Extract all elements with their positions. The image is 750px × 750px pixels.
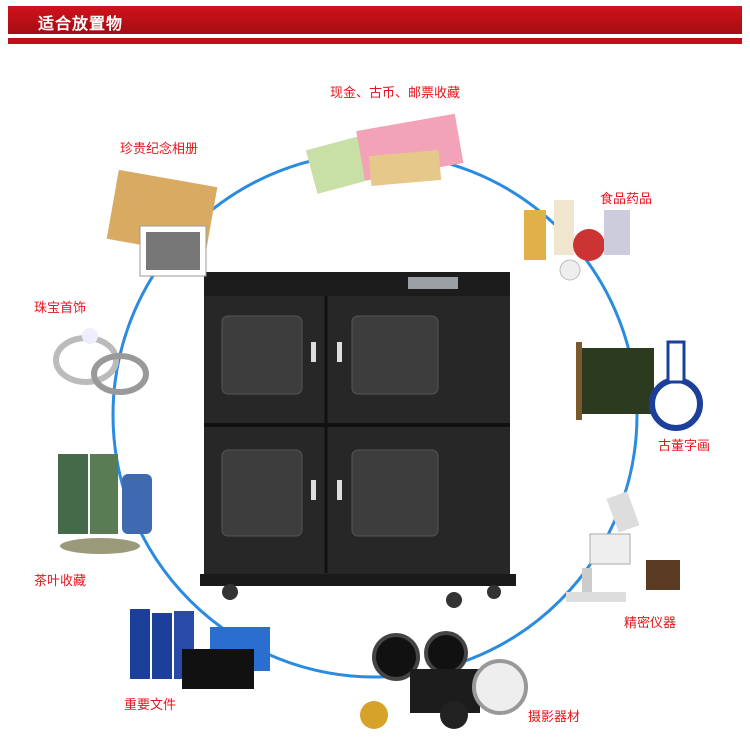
tea-label: 茶叶收藏 bbox=[34, 574, 87, 589]
food-label: 食品药品 bbox=[600, 192, 653, 207]
header-divider bbox=[8, 38, 742, 44]
album-label: 珍贵纪念相册 bbox=[120, 142, 199, 157]
rings-image bbox=[53, 328, 149, 395]
header-title: 适合放置物 bbox=[38, 14, 124, 33]
jewelry-label: 珠宝首饰 bbox=[34, 301, 87, 316]
documents-label: 重要文件 bbox=[124, 698, 177, 713]
instrument-label: 精密仪器 bbox=[624, 616, 677, 631]
folders-image bbox=[130, 609, 270, 689]
microscope-image bbox=[566, 491, 680, 602]
camera-label: 摄影器材 bbox=[528, 710, 581, 725]
header-banner: 适合放置物 bbox=[8, 6, 742, 34]
antique-label: 古董字画 bbox=[658, 439, 711, 454]
banknotes-image bbox=[305, 113, 464, 194]
tea-cans-image bbox=[58, 454, 152, 554]
camera-lenses-image bbox=[360, 631, 528, 729]
cash-label: 现金、古币、邮票收藏 bbox=[330, 86, 461, 101]
dry-cabinet bbox=[200, 272, 516, 608]
photo-album-image bbox=[106, 169, 218, 277]
medicine-bottles-image bbox=[524, 200, 630, 281]
antique-vase-image bbox=[576, 340, 703, 431]
